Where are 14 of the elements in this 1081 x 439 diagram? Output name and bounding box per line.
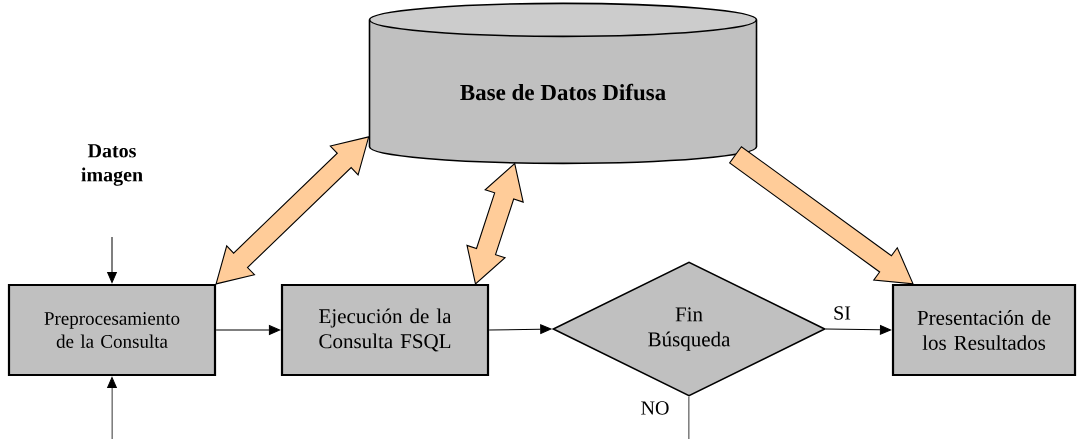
arrow [107,376,117,439]
edge-label: NO [639,400,671,416]
process-box: Ejecución de la Consulta FSQL [280,283,490,377]
database-cylinder: Base de Datos Difusa [368,2,758,165]
edge-label: SI [832,305,852,321]
block-arrow [466,162,524,285]
process-box: Preprocesamiento de la Consulta [7,283,217,377]
arrow [825,324,892,335]
arrow [215,325,281,335]
arrow [107,236,117,284]
input-label: Datos imagen [81,144,143,186]
block-arrow [215,136,370,285]
arrow [488,324,552,335]
process-box: Presentación de los Resultados [891,283,1077,377]
